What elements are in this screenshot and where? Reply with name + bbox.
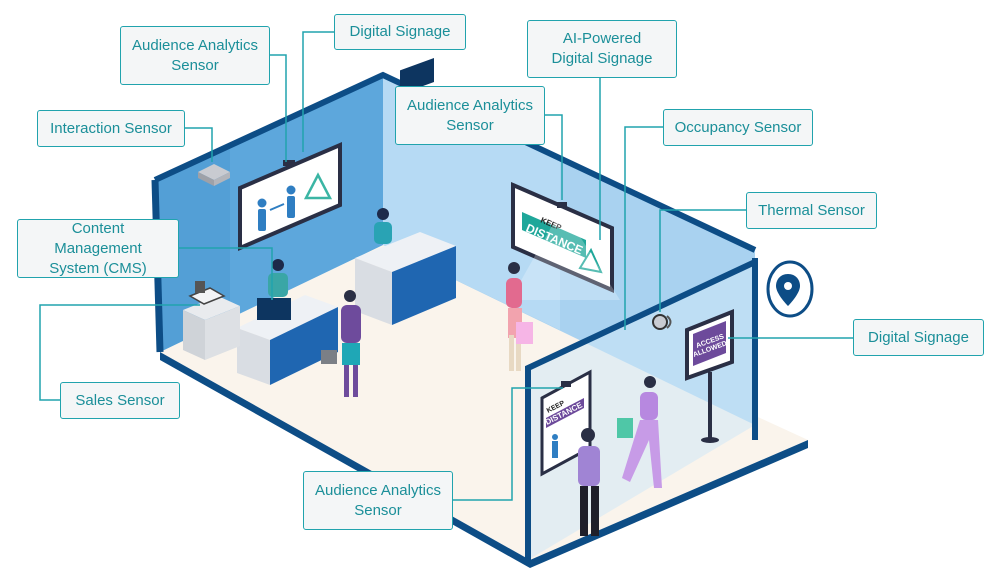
callout-line: Sensor — [171, 56, 219, 74]
glass-frame — [525, 259, 757, 560]
callout-line: Audience Analytics — [132, 36, 258, 54]
person-icon — [257, 185, 296, 231]
callout-line: Audience Analytics — [407, 96, 533, 114]
callout-line: Sensor — [446, 116, 494, 134]
thermal-sensor-device — [652, 314, 668, 330]
connector-lines — [39, 31, 853, 501]
callout-interaction-sensor: Interaction Sensor — [37, 110, 185, 147]
callout-line: Content Management — [54, 219, 142, 257]
callout-text: Digital Signage — [349, 23, 451, 40]
callout-text: Sales Sensor — [75, 391, 165, 409]
warning-icon — [303, 172, 333, 200]
floor-border-right — [530, 440, 808, 568]
callout-line: Audience Analytics — [315, 481, 441, 499]
callout-digital-signage-right: Digital Signage — [853, 319, 984, 356]
callout-line: Digital Signage — [551, 50, 653, 67]
front-monitor — [257, 298, 291, 320]
wall-top-edge — [153, 71, 757, 253]
callout-text: Digital Signage — [868, 328, 969, 346]
sales-cabinet — [183, 296, 240, 320]
callout-text: Occupancy Sensor — [674, 118, 802, 136]
callout-sales-sensor: Sales Sensor — [60, 382, 180, 419]
callout-thermal-sensor: Thermal Sensor — [746, 192, 877, 229]
callout-digital-signage-top: Digital Signage — [334, 14, 466, 50]
callout-line: Sensor — [354, 501, 402, 519]
callout-line: AI-Powered — [562, 30, 642, 47]
callout-occupancy-sensor: Occupancy Sensor — [663, 109, 813, 146]
warning-icon — [578, 247, 603, 274]
customer-1 — [321, 290, 361, 397]
distance-banner — [522, 212, 586, 258]
callout-text: Thermal Sensor — [758, 201, 865, 219]
back-monitor — [400, 58, 434, 95]
back-counter-top — [355, 232, 456, 272]
customer-3 — [578, 428, 600, 536]
callout-text: Interaction Sensor — [50, 119, 172, 137]
callout-line: System (CMS) — [49, 259, 147, 277]
customer-2 — [506, 262, 533, 371]
customer-4 — [617, 376, 662, 488]
